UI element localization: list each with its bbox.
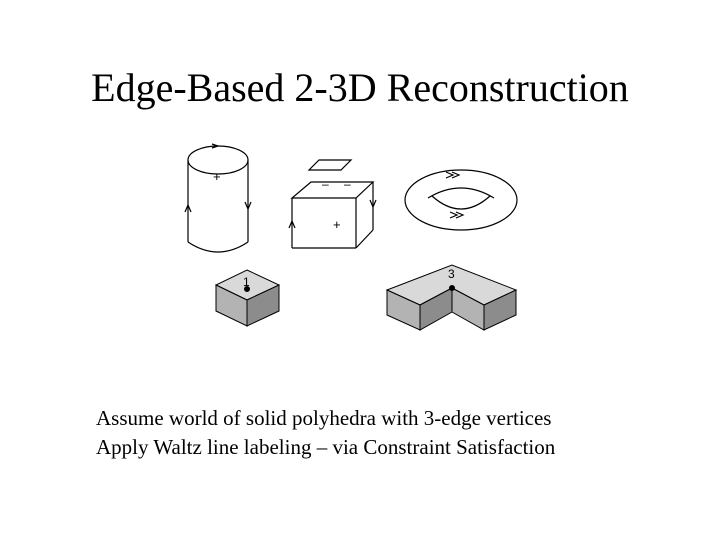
- torus-drawing: [404, 169, 518, 231]
- bullet-waltz-labeling: Apply Waltz line labeling – via Constrai…: [96, 435, 556, 459]
- cube-vertex-dot: [244, 286, 250, 292]
- bullet-polyhedra-assumption: Assume world of solid polyhedra with 3-e…: [96, 406, 552, 430]
- slide-title: Edge-Based 2-3D Reconstruction: [91, 65, 629, 110]
- cylinder-drawing: +: [184, 143, 252, 253]
- cube-vertex-label: 1: [243, 275, 250, 289]
- cube-right-face: [246, 284, 280, 327]
- l-block-vertex-label: 3: [448, 267, 455, 281]
- slide-bullets: Assume world of solid polyhedra with 3-e…: [96, 404, 555, 462]
- block-label-plus: +: [333, 217, 341, 232]
- block-label-minus-2: –: [344, 177, 351, 191]
- block-label-minus-1: –: [322, 177, 329, 191]
- l-block-vertex-dot: [449, 285, 455, 291]
- shaded-l-block: 3: [385, 264, 518, 331]
- cylinder-label: +: [213, 169, 221, 184]
- shaded-cube: 1: [214, 269, 281, 327]
- l-block-right-face-outer: [483, 289, 517, 331]
- block-drawing: – – +: [288, 159, 377, 249]
